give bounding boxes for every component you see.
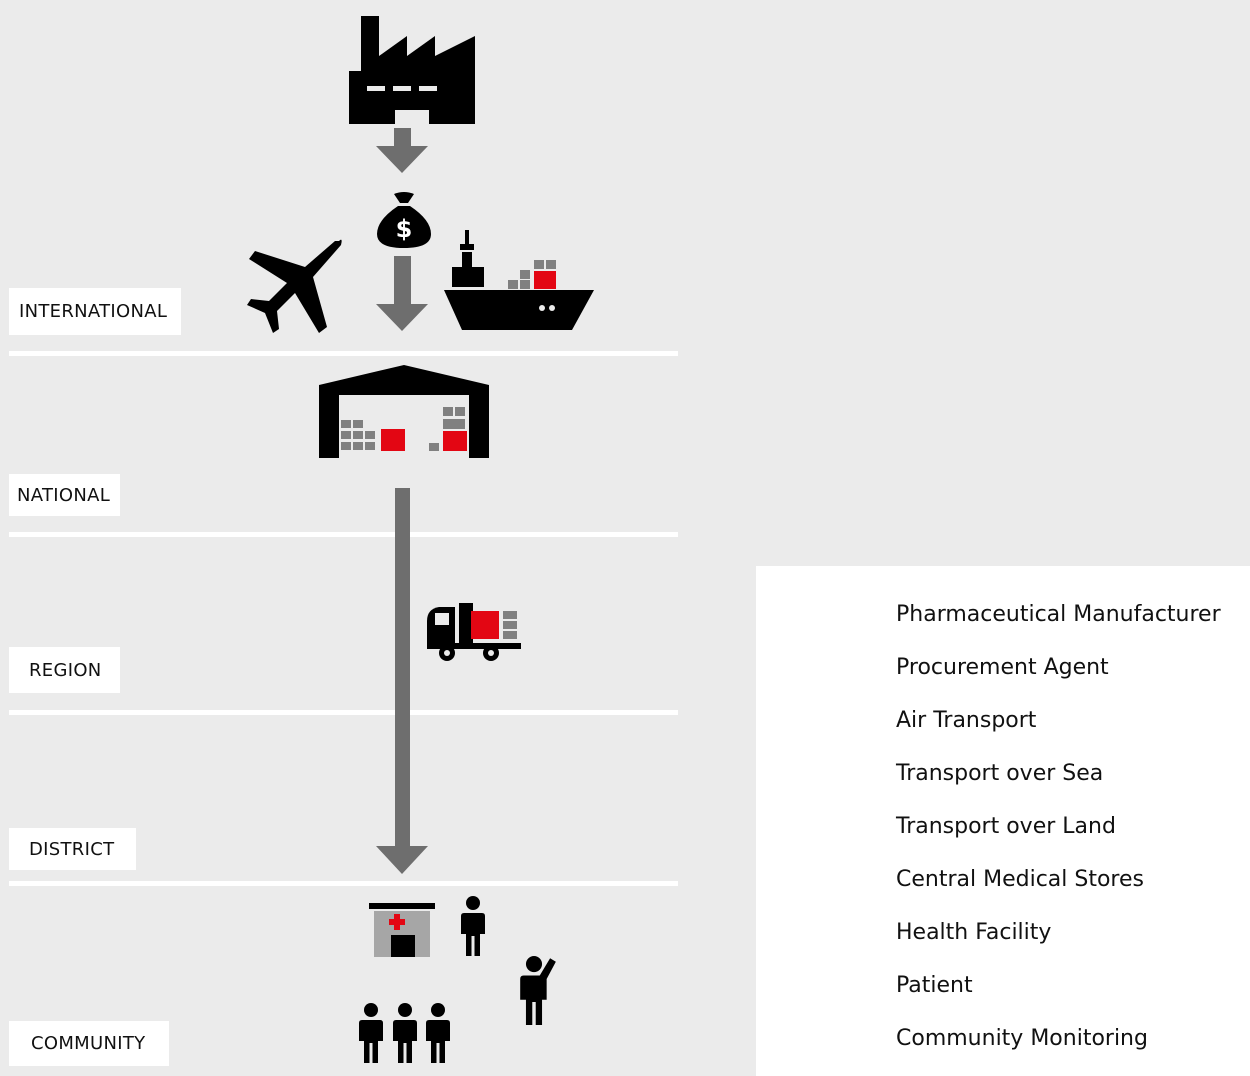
level-label-district: DISTRICT — [9, 828, 136, 870]
money-bag-icon: $ — [377, 192, 431, 248]
legend-item-land: Transport over Land — [756, 808, 1250, 848]
legend-item-air: Air Transport — [756, 702, 1250, 742]
level-label-national: NATIONAL — [9, 474, 120, 516]
level-label-region: REGION — [9, 647, 120, 693]
community-monitoring-icon — [520, 956, 556, 1025]
divider-national — [9, 532, 678, 537]
patient-icon — [461, 896, 485, 956]
divider-region — [9, 710, 678, 715]
level-label-international: INTERNATIONAL — [9, 288, 181, 335]
legend-item-patient: Patient — [756, 967, 1250, 1007]
legend-item-sea: Transport over Sea — [756, 755, 1250, 795]
arrow-down-long — [376, 488, 428, 874]
community-group-icon — [359, 1003, 450, 1063]
airplane-icon — [247, 239, 342, 333]
legend-item-manufacturer: Pharmaceutical Manufacturer — [756, 596, 1250, 636]
legend-label: Transport over Sea — [896, 761, 1104, 786]
legend-label: Air Transport — [896, 708, 1037, 733]
truck-icon — [427, 603, 521, 661]
divider-district — [9, 881, 678, 886]
legend-label: Central Medical Stores — [896, 867, 1144, 892]
legend-label: Pharmaceutical Manufacturer — [896, 602, 1221, 627]
arrow-down-1 — [376, 128, 428, 173]
arrow-down-2 — [376, 256, 428, 331]
legend-label: Health Facility — [896, 920, 1052, 945]
divider-international — [9, 351, 678, 356]
legend-label: Transport over Land — [896, 814, 1116, 839]
legend-label: Patient — [896, 973, 973, 998]
legend-item-cms: Central Medical Stores — [756, 861, 1250, 901]
legend: Pharmaceutical Manufacturer Procurement … — [756, 566, 1250, 1076]
legend-label: Community Monitoring — [896, 1026, 1148, 1051]
factory-icon — [349, 16, 475, 124]
legend-item-health-facility: Health Facility — [756, 914, 1250, 954]
dollar-sign: $ — [396, 215, 413, 243]
legend-label: Procurement Agent — [896, 655, 1109, 680]
ship-icon — [444, 230, 594, 330]
health-facility-icon — [369, 903, 435, 957]
legend-item-procurement: Procurement Agent — [756, 649, 1250, 689]
warehouse-icon — [319, 365, 489, 458]
level-label-community: COMMUNITY — [9, 1021, 169, 1066]
legend-item-community-monitoring: Community Monitoring — [756, 1020, 1250, 1060]
